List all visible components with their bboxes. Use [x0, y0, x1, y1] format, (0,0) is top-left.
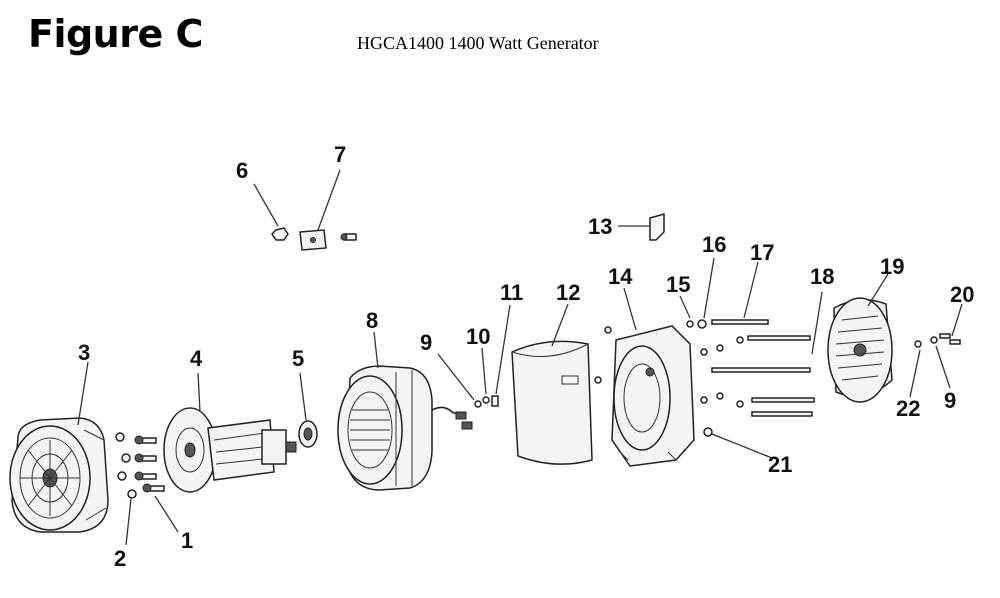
part-22-washer: [914, 340, 922, 348]
part-11-screw: [491, 395, 499, 407]
model-title: HGCA1400 1400 Watt Generator: [357, 33, 599, 53]
callout-4: 4: [190, 346, 203, 371]
part-10-washer: [482, 396, 490, 404]
part-1-bolts: [134, 435, 165, 493]
part-7-bracket: [299, 229, 357, 251]
callout-6: 6: [236, 158, 248, 183]
callout-16: 16: [702, 232, 726, 257]
callout-11: 11: [500, 280, 523, 305]
part-3-end-cover: [9, 417, 109, 533]
callout-1: 1: [181, 528, 193, 553]
part-2-washers: [115, 432, 137, 499]
part-8-stator: [337, 365, 473, 491]
callout-17: 17: [750, 240, 774, 265]
callout-14: 14: [608, 264, 633, 289]
callout-13: 13: [588, 214, 612, 239]
part-13-clip: [649, 213, 665, 241]
figure-title: Figure C: [28, 12, 203, 56]
part-21-nut: [703, 427, 713, 437]
part-16-nut: [697, 319, 707, 329]
part-9-washer-right: [930, 336, 938, 344]
part-6-nut: [271, 227, 289, 241]
callout-5: 5: [292, 346, 304, 371]
callout-8: 8: [366, 308, 378, 333]
callout-7: 7: [334, 142, 346, 167]
part-15-washer: [686, 320, 694, 328]
callout-15: 15: [666, 272, 690, 297]
part-19-cover-grille: [827, 297, 893, 403]
callout-19: 19: [880, 254, 904, 279]
part-9-washer-center: [474, 400, 482, 408]
callout-18: 18: [810, 264, 834, 289]
callout-20: 20: [950, 282, 974, 307]
part-12-band: [511, 340, 593, 465]
callout-10: 10: [466, 324, 490, 349]
callout-2: 2: [114, 546, 126, 571]
callout-9-right: 9: [944, 388, 956, 413]
part-17-through-bolts: [700, 319, 815, 417]
callout-22: 22: [896, 396, 920, 421]
callout-3: 3: [78, 340, 90, 365]
part-5-bearing: [298, 420, 318, 448]
part-4-rotor: [163, 407, 297, 493]
callout-9-center: 9: [420, 330, 432, 355]
callout-21: 21: [768, 452, 792, 477]
callout-12: 12: [556, 280, 580, 305]
part-14-end-bell: [594, 325, 695, 467]
part-20-screw: [939, 333, 961, 345]
